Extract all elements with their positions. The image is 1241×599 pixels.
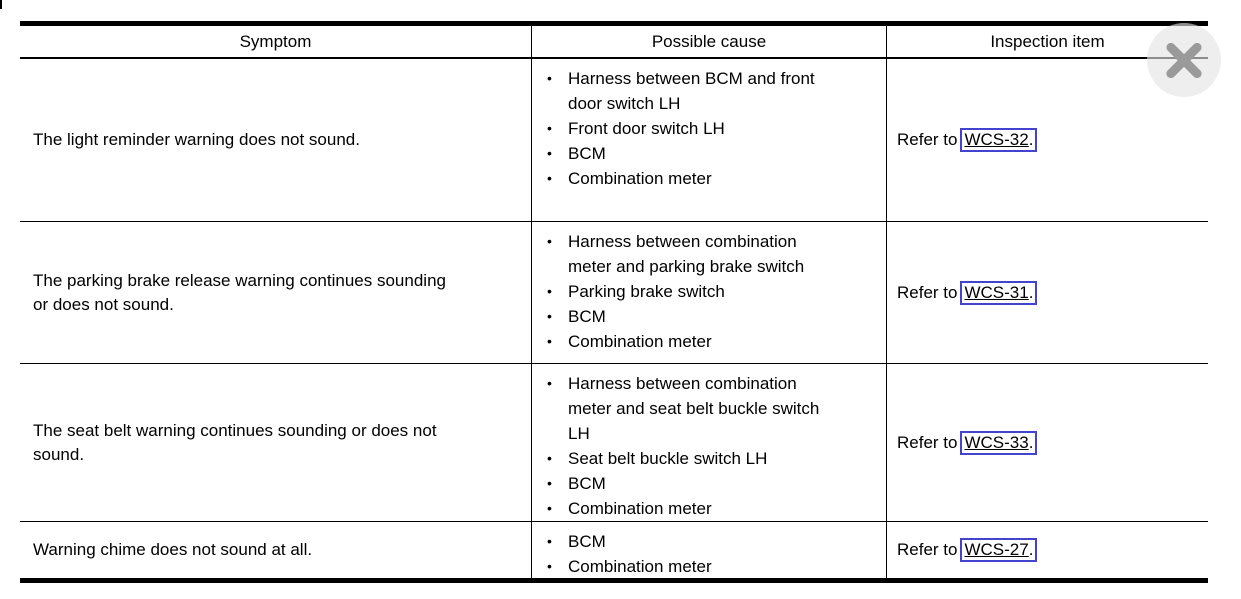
bullet-icon: •: [547, 333, 552, 349]
cause-item: •BCM: [547, 529, 880, 554]
cause-item: •BCM: [547, 471, 880, 496]
wcs-33-link[interactable]: WCS-33: [964, 432, 1029, 452]
bullet-icon: •: [547, 375, 552, 391]
close-button[interactable]: [1147, 23, 1221, 97]
cause-item: •BCM: [547, 141, 880, 166]
bullet-icon: •: [547, 170, 552, 186]
cause-list: •BCM •Combination meter: [547, 529, 880, 579]
cause-item: •Combination meter: [547, 166, 880, 191]
cause-item: •Parking brake switch: [547, 279, 880, 304]
cause-list: •Harness between combination meter and s…: [547, 371, 880, 521]
table-header-row: Symptom Possible cause Inspection item: [20, 26, 1208, 59]
table-row: The light reminder warning does not soun…: [20, 59, 1208, 221]
wcs-31-link[interactable]: WCS-31: [964, 282, 1029, 302]
cause-item: •Combination meter: [547, 554, 880, 579]
bullet-icon: •: [547, 533, 552, 549]
cause-item: •Harness between BCM and front door swit…: [547, 66, 880, 116]
link-suffix: .: [1028, 432, 1034, 452]
refer-to-label: Refer to: [897, 432, 958, 452]
cause-item: •BCM: [547, 304, 880, 329]
link-annotation-box: WCS-33.: [960, 430, 1038, 455]
refer-to-label: Refer to: [897, 130, 958, 149]
header-possible-cause: Possible cause: [532, 26, 887, 57]
bullet-icon: •: [547, 145, 552, 161]
link-suffix: .: [1028, 540, 1034, 559]
cause-item: •Combination meter: [547, 329, 880, 354]
link-annotation-box: WCS-31.: [960, 280, 1038, 305]
bullet-icon: •: [547, 450, 552, 466]
wcs-27-link[interactable]: WCS-27: [964, 540, 1029, 559]
cause-item: •Combination meter: [547, 496, 880, 521]
bullet-icon: •: [547, 308, 552, 324]
possible-cause-cell: •Harness between BCM and front door swit…: [532, 59, 887, 221]
link-annotation-box: WCS-27.: [960, 538, 1038, 562]
bullet-icon: •: [547, 475, 552, 491]
link-suffix: .: [1028, 282, 1034, 302]
cause-item: •Harness between combination meter and p…: [547, 229, 880, 279]
possible-cause-cell: •Harness between combination meter and p…: [532, 222, 887, 363]
cause-list: •Harness between combination meter and p…: [547, 229, 880, 354]
header-inspection-item: Inspection item: [990, 31, 1105, 51]
cause-item: •Front door switch LH: [547, 116, 880, 141]
bullet-icon: •: [547, 283, 552, 299]
symptom-text: The seat belt warning continues sounding…: [20, 364, 532, 521]
symptom-text: Warning chime does not sound at all.: [20, 522, 532, 578]
table-row: Warning chime does not sound at all. •BC…: [20, 521, 1208, 578]
page-edge-artifact: [0, 0, 2, 9]
wcs-32-link[interactable]: WCS-32: [964, 130, 1029, 149]
possible-cause-cell: •BCM •Combination meter: [532, 522, 887, 578]
bullet-icon: •: [547, 500, 552, 516]
table-row: The seat belt warning continues sounding…: [20, 363, 1208, 521]
bullet-icon: •: [547, 233, 552, 249]
header-symptom: Symptom: [20, 26, 532, 57]
refer-to-label: Refer to: [897, 282, 958, 302]
cause-list: •Harness between BCM and front door swit…: [547, 66, 880, 191]
symptom-text: The parking brake release warning contin…: [20, 222, 532, 363]
cause-item: •Harness between combination meter and s…: [547, 371, 880, 446]
table-row: The parking brake release warning contin…: [20, 221, 1208, 363]
refer-to-label: Refer to: [897, 540, 958, 559]
bullet-icon: •: [547, 558, 552, 574]
cause-item: •Seat belt buckle switch LH: [547, 446, 880, 471]
symptom-text: The light reminder warning does not soun…: [20, 59, 532, 221]
symptom-diagnosis-table: Symptom Possible cause Inspection item T…: [20, 21, 1208, 583]
bullet-icon: •: [547, 70, 552, 86]
link-annotation-box: WCS-32.: [960, 128, 1038, 152]
possible-cause-cell: •Harness between combination meter and s…: [532, 364, 887, 521]
bullet-icon: •: [547, 120, 552, 136]
link-suffix: .: [1028, 130, 1034, 149]
